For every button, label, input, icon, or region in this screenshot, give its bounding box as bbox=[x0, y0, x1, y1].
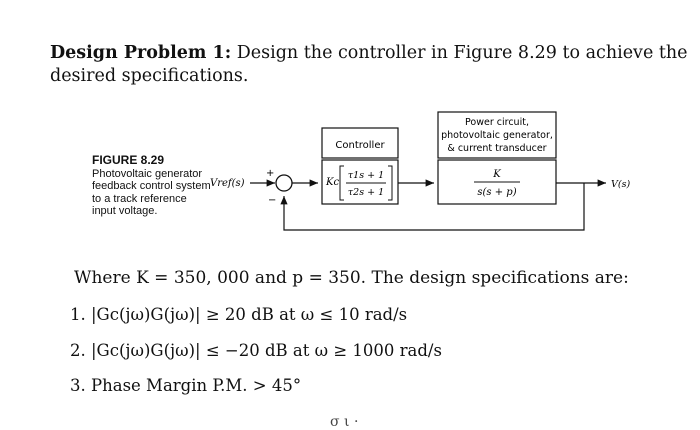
feedback-path bbox=[280, 183, 585, 231]
spec-item: 3. Phase Margin P.M. > 45° bbox=[70, 376, 301, 395]
controller-denominator: τ2s + 1 bbox=[348, 187, 384, 198]
output-label: V(s) bbox=[611, 179, 630, 190]
figure-caption-title: FIGURE 8.29 bbox=[92, 153, 165, 167]
problem-text: Design the controller in Figure 8.29 to … bbox=[50, 43, 688, 86]
plant-denominator: s(s + p) bbox=[477, 187, 516, 198]
controller-bracket-right bbox=[388, 165, 393, 201]
sum-minus-sign: − bbox=[268, 195, 276, 206]
summing-junction bbox=[275, 174, 293, 192]
spec-item: 2. |Gc(jω)G(jω)| ≤ −20 dB at ω ≥ 1000 ra… bbox=[70, 341, 442, 360]
spec-number: 1. bbox=[70, 305, 86, 324]
figure-caption-text: Photovoltaic generator feedback control … bbox=[92, 167, 211, 218]
controller-gain: Kc bbox=[325, 177, 339, 188]
problem-title: Design Problem 1: bbox=[50, 43, 232, 63]
plant-label-line2: photovoltaic generator, bbox=[441, 130, 553, 141]
spec-text: |Gc(jω)G(jω)| ≥ 20 dB at ω ≤ 10 rad/s bbox=[91, 305, 408, 324]
plant-label-line1: Power circuit, bbox=[465, 117, 529, 128]
problem-statement: Design Problem 1: Design the controller … bbox=[50, 42, 690, 88]
spec-text: Phase Margin P.M. > 45° bbox=[91, 376, 302, 395]
cutoff-text: σ ι · bbox=[330, 414, 359, 430]
sum-plus-sign: + bbox=[266, 168, 274, 179]
spec-item: 1. |Gc(jω)G(jω)| ≥ 20 dB at ω ≤ 10 rad/s bbox=[70, 305, 407, 324]
controller-block bbox=[321, 159, 399, 205]
where-statement: Where K = 350, 000 and p = 350. The desi… bbox=[74, 268, 629, 288]
controller-bracket-left bbox=[339, 165, 344, 201]
plant-block bbox=[437, 159, 557, 205]
plant-label-box bbox=[437, 111, 557, 159]
figure-caption: FIGURE 8.29 Photovoltaic generator feedb… bbox=[92, 154, 212, 218]
input-label: Vref(s) bbox=[210, 178, 245, 189]
spec-text: |Gc(jω)G(jω)| ≤ −20 dB at ω ≥ 1000 rad/s bbox=[91, 341, 442, 360]
controller-label-box bbox=[321, 127, 399, 159]
plant-numerator: K bbox=[492, 169, 501, 180]
controller-label: Controller bbox=[335, 140, 385, 151]
controller-numerator: τ1s + 1 bbox=[348, 170, 384, 181]
spec-number: 3. bbox=[70, 376, 86, 395]
plant-label-line3: & current transducer bbox=[447, 143, 546, 154]
spec-number: 2. bbox=[70, 341, 86, 360]
